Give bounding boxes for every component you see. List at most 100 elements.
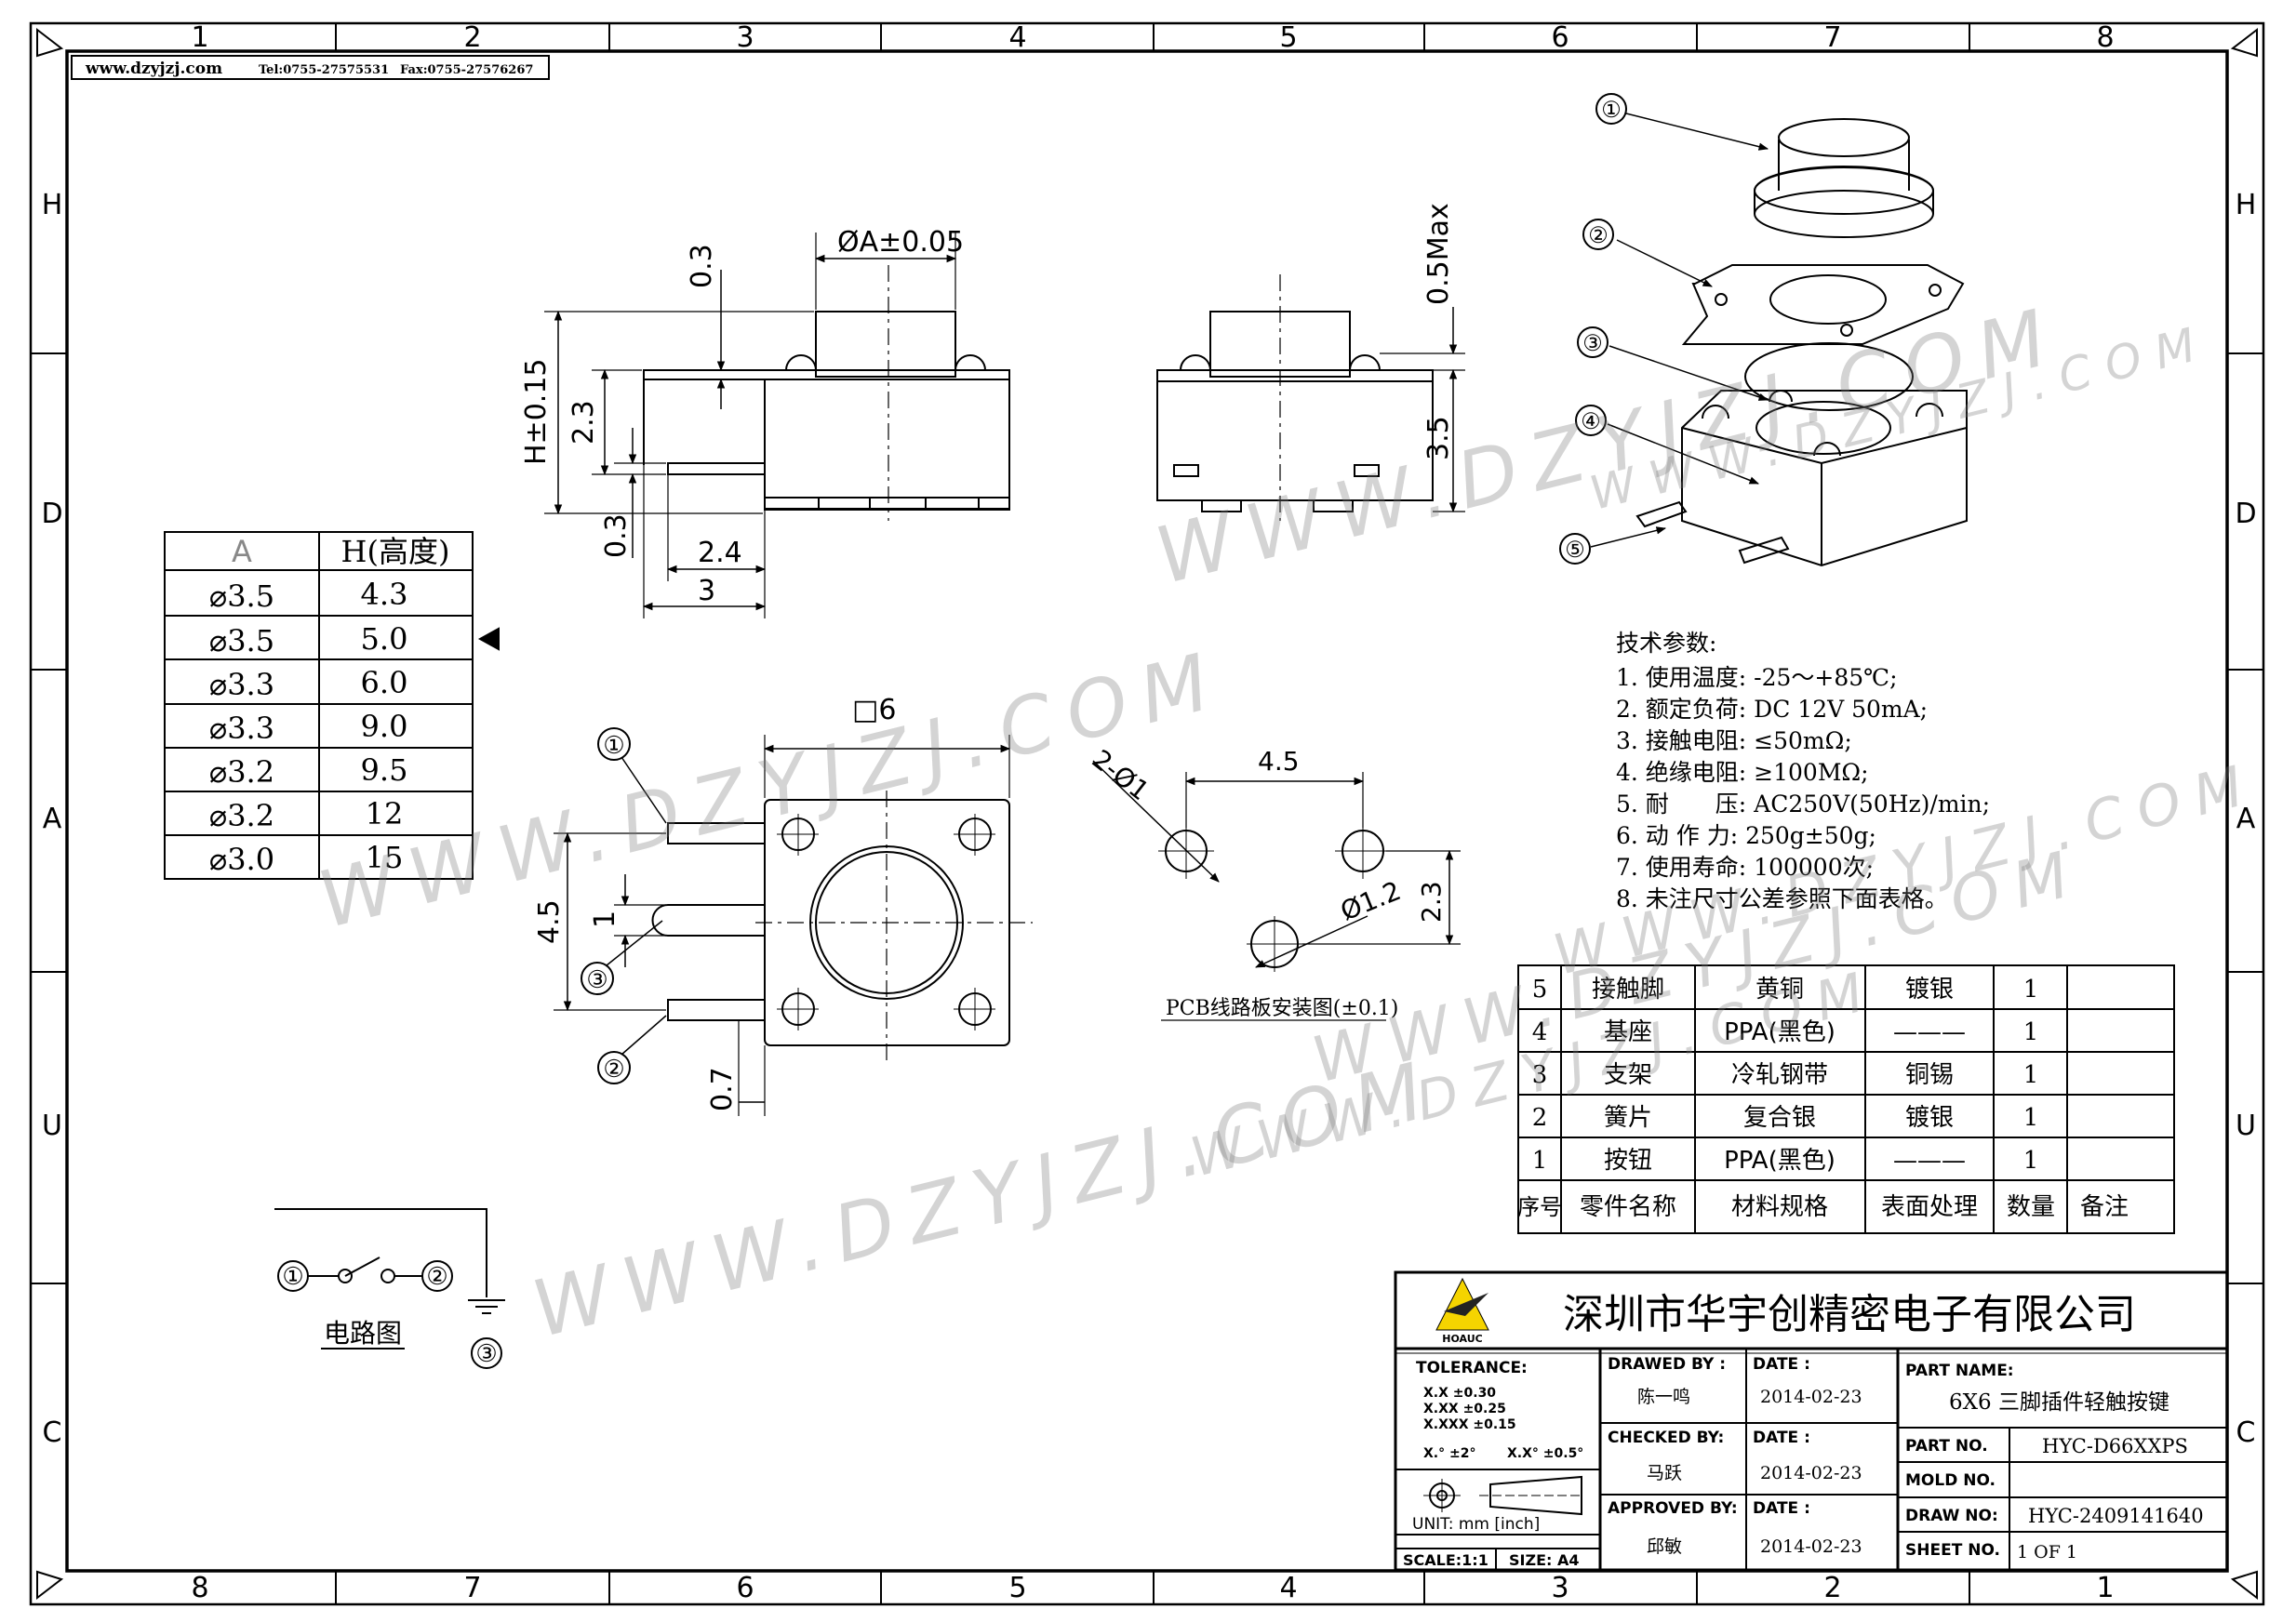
- bom-row-1-no: 5: [1532, 976, 1548, 1004]
- circuit-diagram: [274, 1208, 505, 1369]
- height-row-7-a: ⌀3.0: [209, 842, 274, 877]
- zone-row-left-2: D: [41, 498, 62, 530]
- approved-by-name: 邱敏: [1647, 1536, 1682, 1557]
- zone-col-top-6: 6: [1551, 21, 1568, 54]
- bom-row-2-finish: ———: [1893, 1018, 1966, 1046]
- zone-col-bottom-6: 3: [1551, 1572, 1568, 1604]
- callout-1-top: ①: [603, 732, 624, 760]
- bom-row-3-name: 支架: [1604, 1061, 1652, 1089]
- pcb-layout: [1092, 760, 1461, 1021]
- spec-item-3: 3. 接触电阻: ≤50mΩ;: [1616, 727, 1852, 754]
- bom-row-3-qty: 1: [2023, 1061, 2039, 1089]
- date-label-1: DATE :: [1753, 1355, 1810, 1374]
- height-row-6-a: ⌀3.2: [209, 798, 274, 833]
- bom-row-1-finish: 镀银: [1905, 976, 1954, 1004]
- callout-3-exploded: ③: [1582, 330, 1603, 356]
- bom-row-4-name: 簧片: [1604, 1104, 1652, 1132]
- tol-row-3: X.XXX ±0.15: [1423, 1417, 1516, 1432]
- bom-row-4-qty: 1: [2023, 1104, 2039, 1132]
- bom-row-1-qty: 1: [2023, 976, 2039, 1004]
- part-no-value: HYC-D66XXPS: [2042, 1435, 2188, 1457]
- part-name-value: 6X6 三脚插件轻触按键: [1949, 1390, 2169, 1415]
- circuit-node-1: ①: [282, 1263, 303, 1291]
- callout-4-exploded: ④: [1581, 408, 1601, 434]
- bom-row-2-name: 基座: [1604, 1018, 1652, 1046]
- zone-row-right-4: U: [2236, 1110, 2256, 1142]
- front-top-dim: 0.3: [686, 244, 718, 288]
- drawn-by-label: DRAWED BY :: [1608, 1355, 1726, 1374]
- website-link[interactable]: www.dzyjzj.com: [85, 60, 222, 78]
- zone-row-left-1: H: [42, 189, 63, 221]
- circuit-node-2: ②: [426, 1263, 447, 1291]
- circuit-node-3: ③: [475, 1340, 497, 1368]
- zone-row-right-2: D: [2235, 498, 2256, 530]
- bom-row-3-material: 冷轧钢带: [1731, 1061, 1828, 1089]
- pcb-off-dim: 2.3: [1416, 881, 1447, 923]
- zone-col-top-5: 5: [1279, 21, 1297, 54]
- zone-col-bottom-2: 7: [463, 1572, 481, 1604]
- zone-col-top-7: 7: [1823, 21, 1841, 54]
- date-1: 2014-02-23: [1760, 1387, 1862, 1407]
- spec-item-2: 2. 额定负荷: DC 12V 50mA;: [1616, 696, 1928, 723]
- zone-col-bottom-1: 8: [191, 1572, 208, 1604]
- phone-text: Tel:0755-27575531: [259, 63, 389, 77]
- drawn-by-name: 陈一鸣: [1637, 1387, 1690, 1407]
- bom-header-finish: 表面处理: [1881, 1193, 1978, 1221]
- bom-header-material: 材料规格: [1731, 1193, 1828, 1221]
- front-len-dim: 3: [698, 575, 715, 607]
- height-row-2-a: ⌀3.5: [209, 623, 274, 658]
- zone-ticks: [31, 23, 2263, 1604]
- zone-row-right-5: C: [2236, 1416, 2256, 1449]
- header-contact: www.dzyjzj.com Tel:0755-27575531 Fax:075…: [71, 55, 550, 80]
- spec-item-5: 5. 耐 压: AC250V(50Hz)/min;: [1616, 791, 1990, 818]
- callout-3-top: ③: [586, 966, 607, 994]
- tol-row-2: X.XX ±0.25: [1423, 1402, 1506, 1416]
- bom-row-4-no: 2: [1532, 1104, 1548, 1132]
- bom-row-2-no: 4: [1532, 1018, 1548, 1046]
- bom-header-remark: 备注: [2080, 1193, 2129, 1221]
- zone-col-top-8: 8: [2096, 21, 2114, 54]
- size-label: SIZE: A4: [1509, 1551, 1580, 1569]
- bom-row-3-finish: 铜锡: [1905, 1061, 1954, 1089]
- height-row-4-a: ⌀3.3: [209, 711, 274, 746]
- height-row-1-h: 4.3: [361, 577, 408, 612]
- fax-text: Fax:0755-27576267: [400, 63, 533, 77]
- zone-col-top-3: 3: [736, 21, 754, 54]
- spec-item-8: 8. 未注尺寸公差参照下面表格。: [1616, 885, 1948, 912]
- zone-row-left-5: C: [43, 1416, 62, 1449]
- front-bottom-dim: 0.3: [600, 513, 633, 558]
- top-gap-dim: 1: [589, 911, 621, 928]
- height-row-3-h: 6.0: [361, 665, 408, 700]
- pcb-caption: PCB线路板安装图(±0.1): [1166, 997, 1398, 1020]
- bom-row-2-qty: 1: [2023, 1018, 2039, 1046]
- front-pin-dim: 2.4: [698, 537, 742, 569]
- side-view: [1156, 274, 1465, 521]
- front-dia-dim: ØA±0.05: [837, 226, 964, 259]
- height-row-5-a: ⌀3.2: [209, 754, 274, 790]
- height-table: [164, 531, 500, 880]
- company-logo: HOAUC: [1435, 1277, 1489, 1345]
- exploded-view: [1559, 93, 1968, 567]
- tol-angle-2: X.X° ±0.5°: [1507, 1446, 1583, 1461]
- mold-no-label: MOLD NO.: [1905, 1471, 1996, 1490]
- top-view: [554, 727, 1033, 1116]
- spec-item-4: 4. 绝缘电阻: ≥100MΩ;: [1616, 759, 1869, 786]
- bom-row-2-material: PPA(黑色): [1724, 1018, 1835, 1046]
- checked-by-name: 马跃: [1647, 1463, 1682, 1483]
- callout-1-exploded: ①: [1601, 97, 1622, 123]
- bom-row-5-no: 1: [1532, 1147, 1548, 1175]
- title-block: [1394, 1270, 2229, 1572]
- height-col-a: A: [232, 534, 252, 569]
- side-h-dim: 3.5: [1422, 416, 1455, 460]
- front-view: [544, 233, 1010, 618]
- part-name-label: PART NAME:: [1905, 1362, 2014, 1380]
- bom-row-5-qty: 1: [2023, 1147, 2039, 1175]
- date-label-2: DATE :: [1753, 1429, 1810, 1447]
- pcb-holes-dim: 2-Ø1: [1087, 744, 1155, 807]
- bom-header-qty: 数量: [2007, 1193, 2055, 1221]
- bom-table: [1517, 964, 2175, 1234]
- bom-header-name: 零件名称: [1580, 1193, 1676, 1221]
- front-body-dim: 2.3: [567, 400, 600, 445]
- bom-row-5-finish: ———: [1893, 1147, 1966, 1175]
